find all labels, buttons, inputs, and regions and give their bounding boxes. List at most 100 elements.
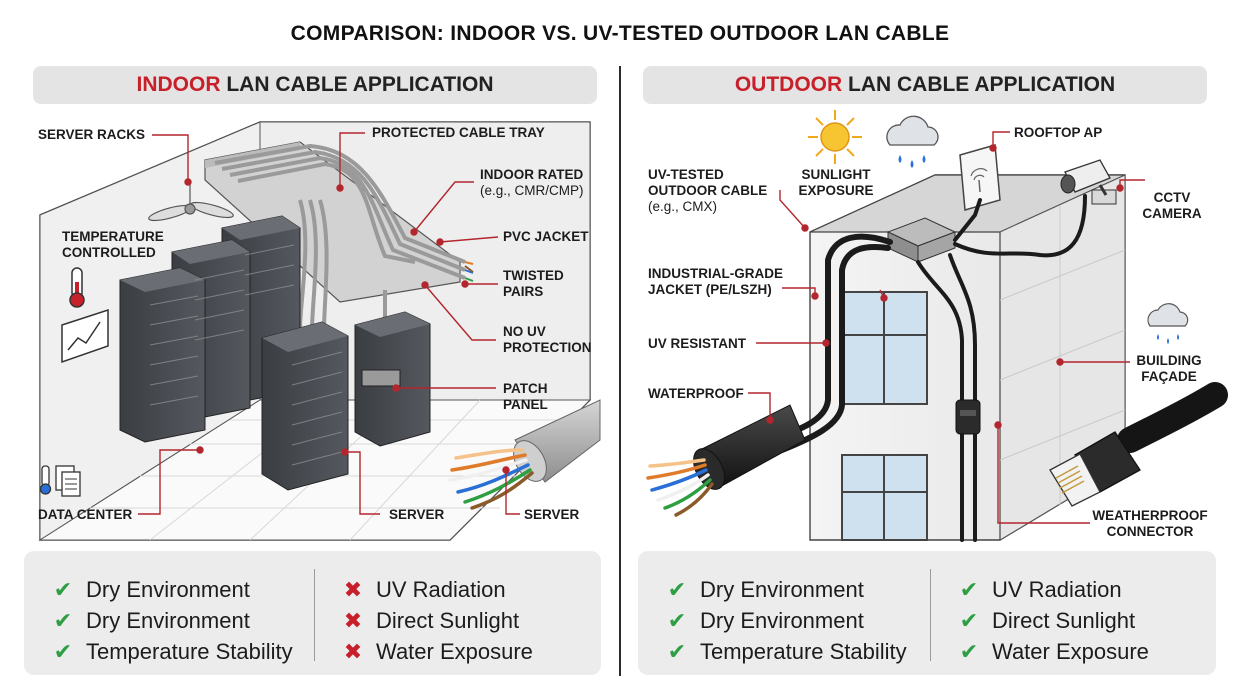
- check-icon: ✔: [667, 608, 687, 633]
- check-icon: ✔: [53, 639, 73, 664]
- label-industrial-jacket-2: JACKET (PE/LSZH): [648, 282, 772, 297]
- main-title: COMPARISON: INDOOR VS. UV-TESTED OUTDOOR…: [290, 22, 950, 45]
- label-uv-tested-sub: (e.g., CMX): [648, 199, 718, 214]
- label-data-center: DATA CENTER: [38, 507, 133, 522]
- data-center-icon: [39, 465, 81, 497]
- check-icon: ✔: [53, 608, 73, 633]
- label-sunlight-exposure-2: EXPOSURE: [798, 183, 874, 198]
- cross-icon: ✖: [343, 577, 363, 602]
- label-temperature-controlled-2: CONTROLLED: [62, 245, 156, 260]
- label-pvc-jacket: PVC JACKET: [503, 229, 589, 244]
- list-item: ✖Direct Sunlight: [340, 608, 519, 634]
- label-weatherproof-connector-2: CONNECTOR: [1106, 524, 1194, 539]
- server-rack-front: [261, 321, 349, 491]
- label-twisted-pairs-2: PAIRS: [503, 284, 544, 299]
- label-weatherproof-connector-1: WEATHERPROOF: [1092, 508, 1208, 523]
- label-uv-tested-1: UV-TESTED: [648, 167, 724, 182]
- label-indoor-rated-sub: (e.g., CMR/CMP): [480, 183, 584, 198]
- list-item: ✖ Water Exposure: [340, 639, 533, 665]
- list-item-text: UV Radiation: [376, 577, 506, 602]
- outdoor-cable-closeup: [646, 404, 806, 517]
- label-server: SERVER: [389, 507, 445, 522]
- check-icon: ✔: [959, 639, 979, 664]
- outdoor-cables: [767, 194, 1087, 542]
- label-protected-cable-tray: PROTECTED CABLE TRAY: [372, 125, 545, 140]
- junction-box: [886, 217, 957, 263]
- label-patch-panel-2: PANEL: [503, 397, 548, 412]
- label-building-facade-1: BUILDING: [1136, 353, 1202, 368]
- check-icon: ✔: [53, 577, 73, 602]
- building-window: [841, 454, 928, 541]
- indoor-header-rest: LAN CABLE APPLICATION: [220, 73, 494, 96]
- label-no-uv-protection-2: PROTECTION: [503, 340, 592, 355]
- outdoor-leader-lines: [748, 131, 1145, 524]
- label-patch-panel-1: PATCH: [503, 381, 548, 396]
- label-building-facade: BUILDING FAÇADE: [1132, 353, 1206, 385]
- summary-separator: [314, 569, 315, 661]
- list-item: ✔ UV Radiation: [956, 577, 1122, 603]
- list-item: ✔Temperature Stability: [50, 639, 293, 665]
- tray-cable-ends: [464, 261, 474, 282]
- label-rooftop-ap: ROOFTOP AP: [1014, 125, 1103, 140]
- label-uv-tested-2: OUTDOOR CABLE: [648, 183, 768, 198]
- label-sunlight-exposure: SUNLIGHT EXPOSURE: [794, 167, 878, 199]
- list-item: ✔ Dry Environment: [664, 577, 864, 603]
- label-waterproof: WATERPROOF: [648, 386, 744, 401]
- list-item-text: Dry Environment: [86, 608, 250, 633]
- check-icon: ✔: [667, 577, 687, 602]
- list-item-text: Dry Environment: [700, 577, 864, 602]
- ceiling-fan-icon: [148, 182, 234, 222]
- label-weatherproof-connector: WEATHERPROOF CONNECTOR: [1090, 508, 1210, 540]
- label-industrial-grade-jacket: INDUSTRIAL-GRADE JACKET (PE/LSZH): [648, 266, 783, 298]
- label-temperature-controlled: TEMPERATURE CONTROLLED: [62, 229, 164, 261]
- rain-cloud-icon-small: [1147, 303, 1189, 344]
- list-item-text: Water Exposure: [376, 639, 533, 664]
- list-item: ✔Direct Sunlight: [956, 608, 1135, 634]
- list-item: ✔ Water Exposure: [956, 639, 1149, 665]
- outdoor-header-rest: LAN CABLE APPLICATION: [842, 73, 1116, 96]
- weatherproof-connector-inline: [955, 399, 981, 435]
- outdoor-header-accent: OUTDOOR: [734, 73, 843, 96]
- indoor-summary-box: ✔ Dry Environment ✔ Dry Environment ✔Tempe…: [24, 551, 601, 675]
- label-building-facade-2: FAÇADE: [1141, 369, 1197, 384]
- label-no-uv-protection: NO UV PROTECTION: [503, 324, 592, 356]
- indoor-cable-closeup: [448, 399, 601, 510]
- indoor-panel-header: INDOOR LAN CABLE APPLICATION: [33, 66, 597, 104]
- list-item-text: Water Exposure: [992, 639, 1149, 664]
- thermometer-icon: [69, 267, 85, 308]
- label-indoor-rated-title: INDOOR RATED: [480, 167, 584, 182]
- check-icon: ✔: [959, 577, 979, 602]
- cross-icon: ✖: [343, 639, 363, 664]
- label-no-uv-protection-1: NO UV: [503, 324, 546, 339]
- outdoor-summary-box: ✔ Dry Environment ✔ Dry Environment ✔ Tempe…: [638, 551, 1216, 675]
- list-item-text: Dry Environment: [86, 577, 250, 602]
- center-divider: [619, 66, 621, 676]
- monitoring-chart-icon: [61, 308, 109, 364]
- list-item-text: Dry Environment: [700, 608, 864, 633]
- list-item-text: UV Radiation: [992, 577, 1122, 602]
- rj45-connector-icon: [1049, 382, 1228, 507]
- rain-cloud-icon: [886, 115, 939, 168]
- label-twisted-pairs: TWISTED PAIRS: [503, 268, 564, 300]
- label-temperature-controlled-1: TEMPERATURE: [62, 229, 164, 244]
- check-icon: ✔: [667, 639, 687, 664]
- server-rack-group: [119, 215, 431, 491]
- label-server-racks: SERVER RACKS: [38, 127, 146, 142]
- cctv-camera-icon: [1060, 159, 1117, 205]
- indoor-header-accent: INDOOR: [136, 73, 221, 96]
- label-cctv-camera-2: CAMERA: [1142, 206, 1202, 221]
- list-item: ✔ Dry Environment: [664, 608, 864, 634]
- list-item: ✔ Dry Environment: [50, 608, 250, 634]
- indoor-leader-lines: [138, 132, 520, 515]
- sun-icon: [808, 110, 862, 164]
- rooftop-ap-icon: [959, 144, 1001, 211]
- list-item: ✖ UV Radiation: [340, 577, 506, 603]
- label-patch-panel: PATCH PANEL: [503, 381, 548, 413]
- server-rack-patch: [354, 311, 431, 447]
- list-item-text: Temperature Stability: [700, 639, 907, 664]
- label-industrial-jacket-1: INDUSTRIAL-GRADE: [648, 266, 783, 281]
- label-cctv-camera-1: CCTV: [1153, 190, 1191, 205]
- tray-cables: [214, 143, 466, 331]
- label-twisted-pairs-1: TWISTED: [503, 268, 564, 283]
- list-item-text: Direct Sunlight: [376, 608, 520, 633]
